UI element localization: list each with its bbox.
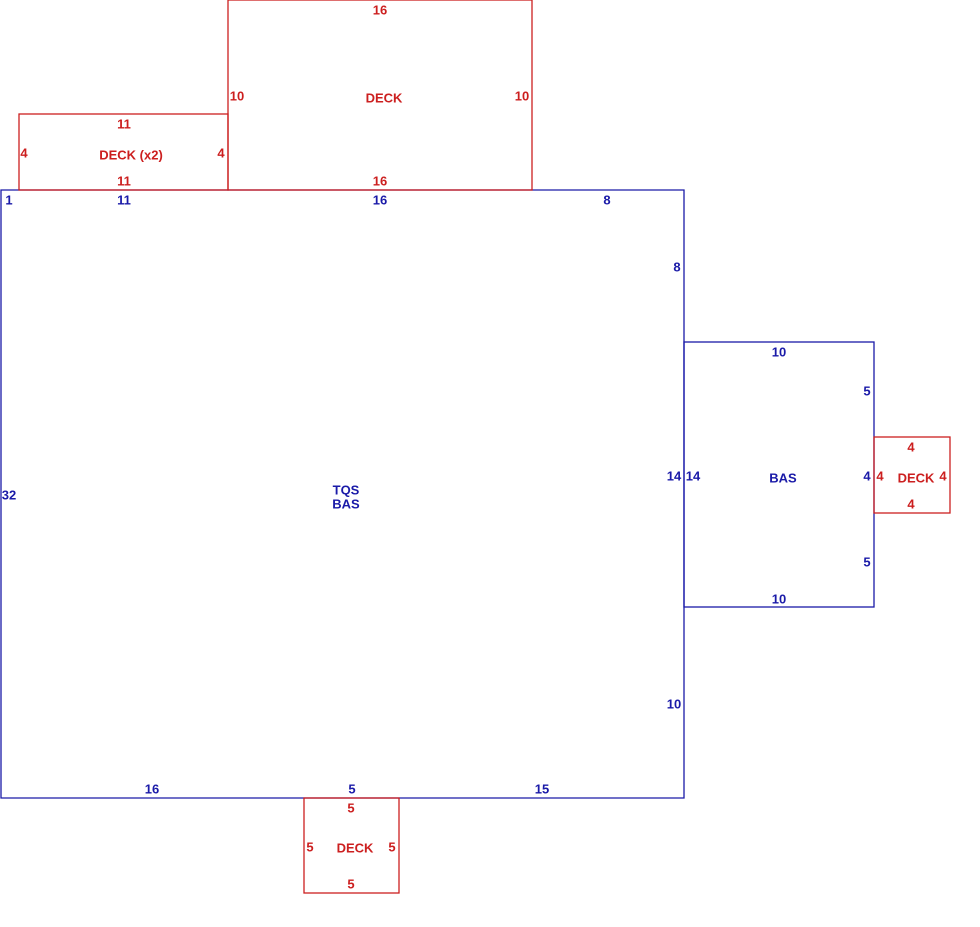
- deck-top-small-name: DECK (x2): [99, 147, 163, 162]
- main-area-name-line2: BAS: [332, 496, 360, 511]
- bas-dim-top: 10: [772, 344, 786, 359]
- main-dim-bottom-mid: 5: [348, 781, 355, 796]
- main-dim-top-left: 11: [117, 192, 131, 207]
- bas-dim-right-upper: 5: [863, 383, 870, 398]
- deck-bottom-dim-top: 5: [347, 800, 354, 815]
- main-dim-bottom-right: 15: [535, 781, 549, 796]
- deck-top-large-dim-bottom: 16: [373, 173, 387, 188]
- deck-top-large-dim-right: 10: [515, 88, 529, 103]
- deck-top-small-dim-left: 4: [20, 145, 28, 160]
- deck-right-name: DECK: [898, 470, 935, 485]
- main-dim-bottom-left: 16: [145, 781, 159, 796]
- main-dim-left: 32: [2, 487, 16, 502]
- deck-top-small-dim-right: 4: [217, 145, 225, 160]
- deck-bottom-outline: [303, 797, 400, 894]
- bas-dim-right-mid: 4: [863, 468, 871, 483]
- deck-bottom-dim-right: 5: [388, 839, 395, 854]
- main-dim-right-mid: 14: [667, 468, 682, 483]
- deck-right-dim-right: 4: [939, 468, 947, 483]
- deck-top-large-name: DECK: [366, 90, 403, 105]
- bas-addition-name: BAS: [769, 470, 797, 485]
- deck-bottom-dim-bottom: 5: [347, 876, 354, 891]
- main-dim-top-mid: 16: [373, 192, 387, 207]
- main-area-name-line1: TQS: [333, 482, 360, 497]
- deck-right-outline: [873, 436, 951, 514]
- deck-right-dim-top: 4: [907, 439, 915, 454]
- deck-top-small-outline: [18, 113, 229, 191]
- deck-bottom-dim-left: 5: [306, 839, 313, 854]
- deck-top-large-dim-top: 16: [373, 2, 387, 17]
- deck-top-large-dim-left: 10: [230, 88, 244, 103]
- bas-dim-right-lower: 5: [863, 554, 870, 569]
- main-dim-right-upper: 8: [673, 259, 680, 274]
- bas-dim-left: 14: [686, 468, 701, 483]
- deck-bottom-name: DECK: [337, 840, 374, 855]
- deck-right-dim-left: 4: [876, 468, 884, 483]
- deck-top-small-dim-bottom: 11: [117, 173, 131, 188]
- deck-top-small-dim-top: 11: [117, 116, 131, 131]
- deck-right-dim-bottom: 4: [907, 496, 915, 511]
- bas-dim-bottom: 10: [772, 591, 786, 606]
- main-dim-top-right: 8: [603, 192, 610, 207]
- deck-top-large-outline: [227, 0, 533, 191]
- main-dim-right-lower: 10: [667, 696, 681, 711]
- main-dim-top-corner: 1: [5, 192, 12, 207]
